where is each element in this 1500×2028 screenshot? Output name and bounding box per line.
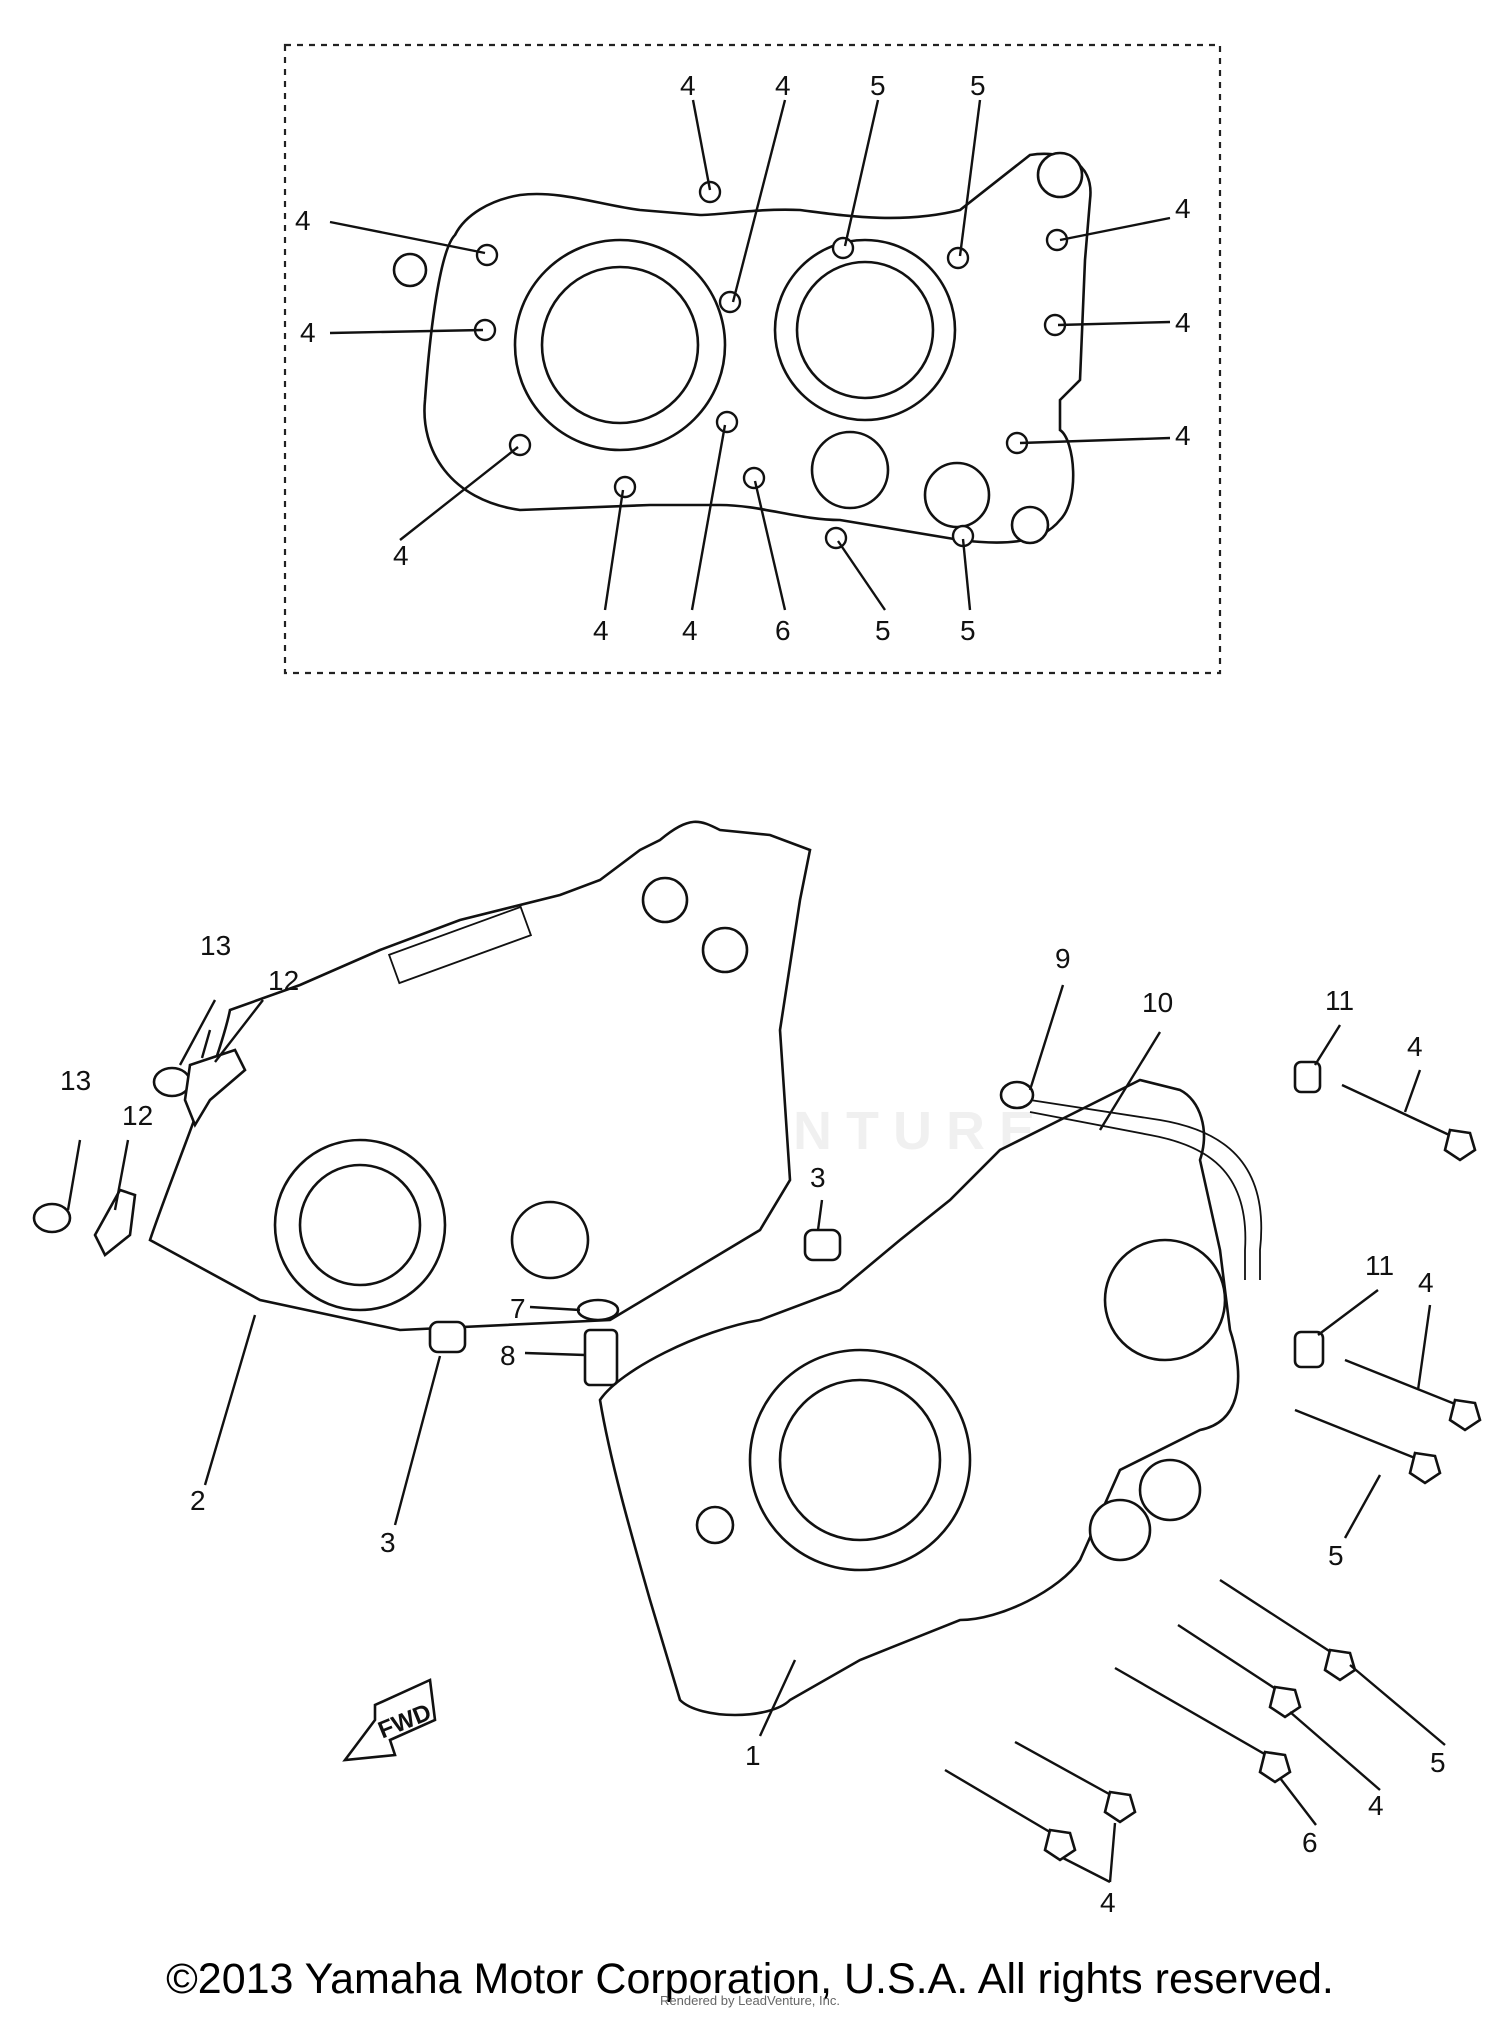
callout-4: 4 xyxy=(775,70,791,101)
callout-5: 5 xyxy=(960,615,976,646)
callout-5: 5 xyxy=(1430,1747,1446,1778)
callout-6: 6 xyxy=(1302,1827,1318,1858)
inset-callouts: 4 4 5 5 4 4 4 4 4 4 4 4 6 5 5 xyxy=(295,70,1191,646)
callout-13: 13 xyxy=(200,930,231,961)
left-crankcase-half xyxy=(148,820,812,1332)
callout-4: 4 xyxy=(1175,307,1191,338)
callout-4: 4 xyxy=(1407,1031,1423,1062)
exploded-leader-lines xyxy=(66,984,1446,1884)
callout-4: 4 xyxy=(1175,420,1191,451)
callout-4: 4 xyxy=(295,205,311,236)
inset-right-bore-inner xyxy=(795,260,935,400)
callout-4: 4 xyxy=(393,540,409,571)
right-case-crank-bore-inner xyxy=(778,1378,942,1542)
callout-4: 4 xyxy=(1368,1790,1384,1821)
hose-clamp-upper xyxy=(1293,1060,1322,1094)
drain-plug-gasket xyxy=(576,1298,620,1322)
hose-clamp-lower xyxy=(1293,1330,1325,1369)
right-case-boss-b xyxy=(1088,1498,1152,1562)
inset-shaft-boss xyxy=(923,461,991,529)
callout-4: 4 xyxy=(593,615,609,646)
callout-8: 8 xyxy=(500,1340,516,1371)
bracket-bolt-lower xyxy=(32,1202,72,1234)
bracket-upper xyxy=(183,1048,247,1128)
callout-13: 13 xyxy=(60,1065,91,1096)
callout-3: 3 xyxy=(810,1162,826,1193)
callout-3: 3 xyxy=(380,1527,396,1558)
bracket-bolt-upper xyxy=(152,1066,192,1098)
crankcase-bolts xyxy=(944,1083,1482,1862)
right-case-boss-a xyxy=(1138,1458,1202,1522)
exploded-callouts: 1 2 3 3 7 8 9 10 11 11 4 4 5 5 4 6 4 13 … xyxy=(60,930,1446,1918)
callout-5: 5 xyxy=(870,70,886,101)
left-case-boss xyxy=(510,1200,590,1280)
drain-plug xyxy=(583,1328,619,1387)
inset-bearing-boss xyxy=(810,430,890,510)
fwd-arrow-icon: FWD xyxy=(342,1678,437,1762)
inset-dashed-frame xyxy=(283,43,1222,675)
inset-mount-boss-bottom xyxy=(1010,505,1050,545)
left-case-cylinder-stud-a xyxy=(641,876,689,924)
inset-mount-boss-left xyxy=(392,252,428,288)
inset-left-bore-inner xyxy=(540,265,700,425)
callout-1: 1 xyxy=(745,1740,761,1771)
callout-11: 11 xyxy=(1325,985,1354,1016)
right-case-cylinder-bore xyxy=(1103,1238,1227,1362)
left-case-crank-bore-inner xyxy=(298,1163,422,1287)
right-case-mount-hole xyxy=(695,1505,735,1545)
callout-10: 10 xyxy=(1142,987,1173,1018)
callout-4: 4 xyxy=(1175,193,1191,224)
render-credit: Rendered by LeadVenture, Inc. xyxy=(660,1993,840,2008)
inset-crankcase-top-view: 4 4 5 5 4 4 4 4 4 4 4 4 6 5 5 xyxy=(283,43,1222,675)
callout-6: 6 xyxy=(775,615,791,646)
callout-4: 4 xyxy=(300,317,316,348)
bracket-lower xyxy=(93,1188,137,1258)
copyright-notice: ©2013 Yamaha Motor Corporation, U.S.A. A… xyxy=(166,1955,1334,2003)
callout-4: 4 xyxy=(680,70,696,101)
callout-9: 9 xyxy=(1055,943,1071,974)
dowel-pin-lower xyxy=(428,1320,467,1354)
right-crankcase-half xyxy=(598,1078,1240,1717)
callout-4: 4 xyxy=(1100,1887,1116,1918)
breather-hose xyxy=(1029,1099,1263,1280)
breather-nipple xyxy=(999,1080,1035,1110)
inset-mount-boss-top xyxy=(1036,151,1084,199)
callout-7: 7 xyxy=(510,1293,526,1324)
callout-12: 12 xyxy=(268,965,299,996)
callout-4: 4 xyxy=(1418,1267,1434,1298)
callout-11: 11 xyxy=(1365,1250,1394,1281)
inset-leader-lines xyxy=(329,99,1171,611)
callout-5: 5 xyxy=(1328,1540,1344,1571)
callout-4: 4 xyxy=(682,615,698,646)
callout-5: 5 xyxy=(970,70,986,101)
callout-12: 12 xyxy=(122,1100,153,1131)
callout-5: 5 xyxy=(875,615,891,646)
left-case-cylinder-stud-b xyxy=(701,926,749,974)
dowel-pin-upper xyxy=(803,1228,842,1262)
callout-2: 2 xyxy=(190,1485,206,1516)
